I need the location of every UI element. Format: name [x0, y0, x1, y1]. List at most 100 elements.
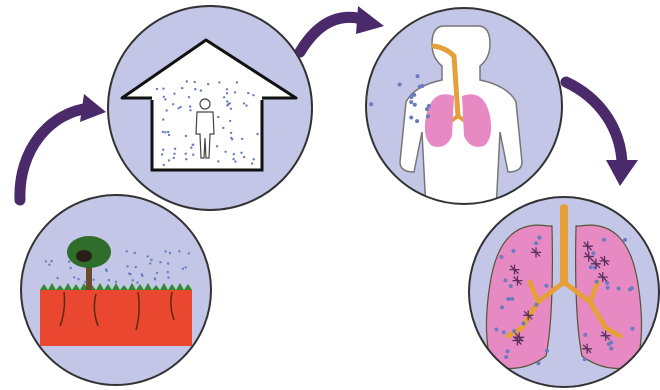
particle-dot — [181, 87, 183, 89]
particle-dot — [168, 159, 170, 161]
particle-dot — [545, 349, 549, 353]
particle-dot — [415, 119, 419, 123]
particle-dot — [136, 281, 138, 283]
particle-dot — [146, 255, 148, 257]
particle-dot — [409, 116, 413, 120]
particle-dot — [630, 286, 634, 290]
particle-dot — [583, 333, 587, 337]
particle-dot — [200, 89, 202, 91]
body-circle — [366, 8, 562, 210]
particle-dot — [236, 81, 238, 83]
particle-dot — [631, 327, 635, 331]
particle-dot — [68, 261, 70, 263]
particle-dot — [232, 158, 234, 160]
particle-dot — [512, 329, 516, 333]
particle-dot — [522, 321, 526, 325]
particle-dot — [226, 92, 228, 94]
particle-dot — [218, 81, 220, 83]
particle-dot — [506, 297, 510, 301]
particle-dot — [223, 96, 225, 98]
particle-dot — [241, 138, 243, 140]
particle-dot — [234, 91, 236, 93]
particle-dot — [234, 160, 236, 162]
particle-dot — [167, 262, 169, 264]
particle-dot — [45, 260, 47, 262]
particle-dot — [409, 95, 413, 99]
particle-dot — [617, 286, 621, 290]
soil-circle — [21, 195, 211, 385]
particle-dot — [194, 81, 196, 83]
particle-dot — [173, 93, 175, 95]
particle-dot — [167, 271, 169, 273]
particle-dot — [149, 262, 151, 264]
particle-dot — [129, 273, 131, 275]
particle-dot — [623, 238, 627, 242]
particle-dot — [534, 241, 538, 245]
particle-dot — [73, 276, 75, 278]
particle-dot — [247, 92, 249, 94]
particle-dot — [132, 279, 134, 281]
particle-dot — [167, 131, 169, 133]
particle-dot — [230, 108, 232, 110]
particle-dot — [426, 114, 430, 118]
particle-dot — [595, 280, 599, 284]
particle-dot — [189, 109, 191, 111]
particle-dot — [506, 349, 510, 353]
particle-dot — [134, 252, 136, 254]
particle-dot — [500, 305, 504, 309]
particle-dot — [189, 105, 191, 107]
house-circle — [108, 6, 312, 210]
particle-dot — [591, 251, 595, 255]
particle-dot — [398, 83, 402, 87]
particle-dot — [425, 107, 429, 111]
particle-dot — [217, 116, 219, 118]
particle-dot — [509, 284, 513, 288]
particle-dot — [544, 284, 548, 288]
particle-dot — [607, 342, 611, 346]
particle-dot — [251, 162, 253, 164]
particle-dot — [185, 266, 187, 268]
particle-dot — [84, 281, 86, 283]
particle-dot — [606, 286, 610, 290]
particle-dot — [163, 96, 165, 98]
particle-dot — [243, 102, 245, 104]
particle-dot — [416, 74, 420, 78]
arrow-soil-to-house — [20, 94, 106, 200]
particle-dot — [178, 250, 180, 252]
particle-dot — [194, 88, 196, 90]
particle-dot — [172, 103, 174, 105]
particle-dot — [108, 279, 110, 281]
particle-dot — [229, 120, 231, 122]
particle-dot — [168, 134, 170, 136]
particle-dot — [182, 268, 184, 270]
particle-dot — [156, 272, 158, 274]
arrow-house-to-body — [300, 6, 384, 52]
particle-dot — [504, 355, 508, 359]
particle-dot — [502, 330, 506, 334]
particle-dot — [245, 104, 247, 106]
particle-dot — [253, 158, 255, 160]
particle-dot — [164, 98, 166, 100]
particle-dot — [537, 236, 541, 240]
particle-dot — [141, 273, 143, 275]
particle-dot — [602, 238, 606, 242]
particle-dot — [252, 94, 254, 96]
particle-dot — [226, 104, 228, 106]
particle-dot — [185, 153, 187, 155]
particle-dot — [162, 149, 164, 151]
particle-dot — [494, 328, 498, 332]
particle-dot — [510, 297, 514, 301]
particle-dot — [589, 265, 593, 269]
particle-dot — [500, 255, 504, 259]
particle-dot — [177, 107, 179, 109]
particle-dot — [162, 131, 164, 133]
particle-dot — [164, 250, 166, 252]
particle-dot — [369, 102, 373, 106]
particle-dot — [230, 132, 232, 134]
particle-dot — [161, 153, 163, 155]
particle-dot — [92, 279, 94, 281]
particle-dot — [126, 265, 128, 267]
particle-dot — [192, 154, 194, 156]
particle-dot — [409, 100, 413, 104]
